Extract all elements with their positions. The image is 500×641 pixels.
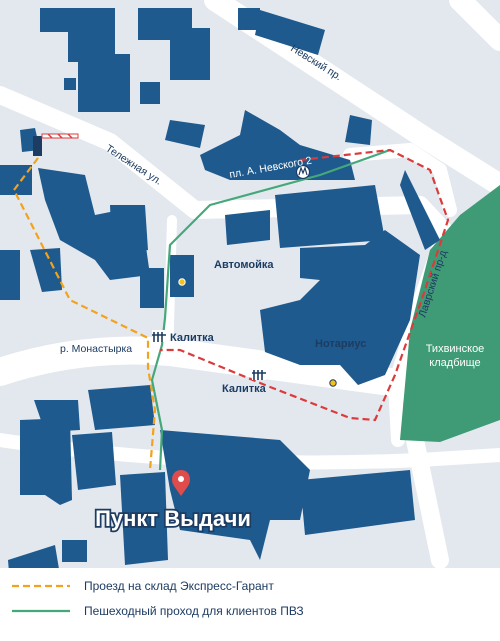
cemetery-label: кладбище bbox=[429, 357, 480, 369]
legend-label: Проезд на склад Экспресс-Гарант bbox=[84, 579, 274, 593]
building bbox=[400, 170, 440, 250]
carwash-marker[interactable] bbox=[178, 278, 186, 286]
building-carwash bbox=[170, 255, 194, 297]
building bbox=[255, 10, 325, 55]
building bbox=[88, 385, 155, 430]
road-telezhnaya bbox=[0, 86, 454, 241]
metro-icon bbox=[295, 164, 311, 180]
legend-background bbox=[0, 568, 500, 636]
route-pedestrian bbox=[150, 148, 391, 471]
route-client bbox=[160, 148, 450, 422]
building bbox=[140, 82, 160, 104]
building bbox=[78, 54, 130, 112]
building bbox=[140, 268, 164, 308]
building bbox=[160, 430, 310, 560]
pickup-pin-icon[interactable] bbox=[172, 470, 190, 496]
road-northeast bbox=[449, 0, 500, 51]
cemetery-label: Тихвинское bbox=[426, 343, 485, 355]
notary-marker[interactable] bbox=[329, 379, 337, 387]
gate-icon bbox=[252, 368, 266, 380]
route-vehicle bbox=[12, 157, 157, 471]
pickup-title: Пункт Выдачи bbox=[95, 506, 251, 531]
building-notary-block bbox=[260, 230, 420, 385]
building bbox=[40, 8, 115, 62]
park-cemetery bbox=[400, 185, 500, 442]
building bbox=[0, 250, 20, 300]
road-east-south bbox=[406, 431, 449, 569]
building bbox=[138, 8, 210, 80]
building bbox=[120, 472, 168, 565]
legend-label: Пешеходный проход для клиентов ПВЗ bbox=[84, 604, 304, 618]
building bbox=[62, 540, 87, 562]
building bbox=[110, 205, 148, 255]
building bbox=[200, 110, 355, 180]
building bbox=[238, 8, 260, 30]
routes bbox=[12, 148, 450, 471]
building bbox=[300, 470, 415, 535]
building bbox=[72, 432, 116, 490]
building bbox=[0, 165, 32, 195]
building bbox=[225, 210, 270, 245]
barrier-icon bbox=[33, 133, 79, 156]
road-nevsky bbox=[204, 0, 500, 196]
building bbox=[345, 115, 372, 145]
building bbox=[165, 120, 205, 148]
building bbox=[64, 78, 76, 90]
notary-label: Нотариус bbox=[315, 338, 366, 350]
gate-label: Калитка bbox=[222, 383, 267, 395]
building bbox=[20, 418, 72, 505]
building bbox=[275, 185, 385, 248]
buildings bbox=[0, 8, 440, 585]
gate-label: Калитка bbox=[170, 332, 215, 344]
carwash-label: Автомойка bbox=[214, 259, 274, 271]
gate-icon bbox=[152, 330, 166, 342]
street-label-monastyrka: р. Монастырка bbox=[60, 343, 132, 355]
building bbox=[30, 248, 62, 292]
